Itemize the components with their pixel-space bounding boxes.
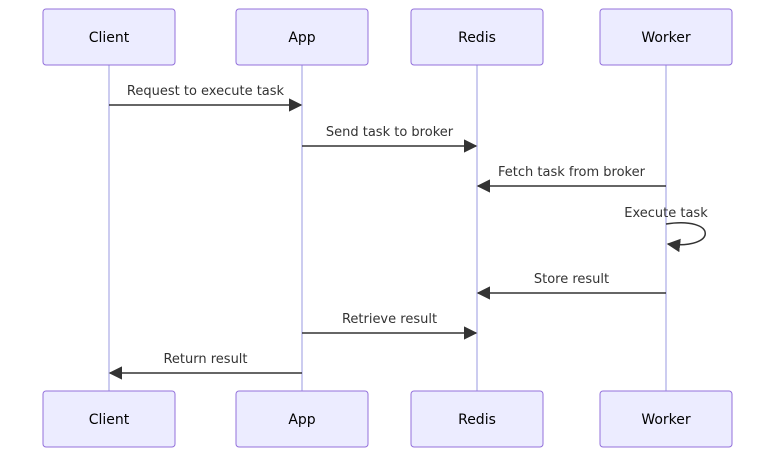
- actor-box: [599, 390, 733, 448]
- actor-label: Redis: [458, 30, 496, 46]
- message-4: Execute task: [624, 206, 708, 253]
- self-message-arrow: [665, 222, 706, 253]
- actor-label: App: [288, 412, 315, 428]
- message-label: Execute task: [624, 206, 708, 221]
- actor-app-bottom: App: [235, 390, 369, 448]
- message-label: Return result: [163, 352, 247, 367]
- actor-worker-bottom: Worker: [599, 390, 733, 448]
- actor-label: Client: [89, 412, 130, 428]
- actor-client-bottom: Client: [42, 390, 176, 448]
- message-label: Retrieve result: [342, 312, 437, 327]
- actor-box: [410, 390, 544, 448]
- message-5: Store result: [476, 272, 666, 300]
- actor-redis-bottom: Redis: [410, 390, 544, 448]
- actor-box: [235, 390, 369, 448]
- message-2: Send task to broker: [302, 125, 478, 153]
- actor-client-top: Client: [42, 8, 176, 66]
- actor-label: Redis: [458, 412, 496, 428]
- actor-box: [42, 390, 176, 448]
- actor-redis-top: Redis: [410, 8, 544, 66]
- actor-label: App: [288, 30, 315, 46]
- message-7: Return result: [108, 352, 302, 380]
- message-label: Send task to broker: [326, 125, 454, 140]
- actor-box: [235, 8, 369, 66]
- message-label: Store result: [534, 272, 609, 287]
- message-label: Request to execute task: [127, 84, 285, 99]
- actor-box: [410, 8, 544, 66]
- message-label: Fetch task from broker: [498, 165, 646, 180]
- message-6: Retrieve result: [302, 312, 478, 340]
- actor-label: Client: [89, 30, 130, 46]
- message-3: Fetch task from broker: [476, 165, 666, 193]
- actor-label: Worker: [641, 412, 691, 428]
- actor-app-top: App: [235, 8, 369, 66]
- actor-worker-top: Worker: [599, 8, 733, 66]
- actor-box: [599, 8, 733, 66]
- actor-label: Worker: [641, 30, 691, 46]
- actor-box: [42, 8, 176, 66]
- message-1: Request to execute task: [109, 84, 303, 112]
